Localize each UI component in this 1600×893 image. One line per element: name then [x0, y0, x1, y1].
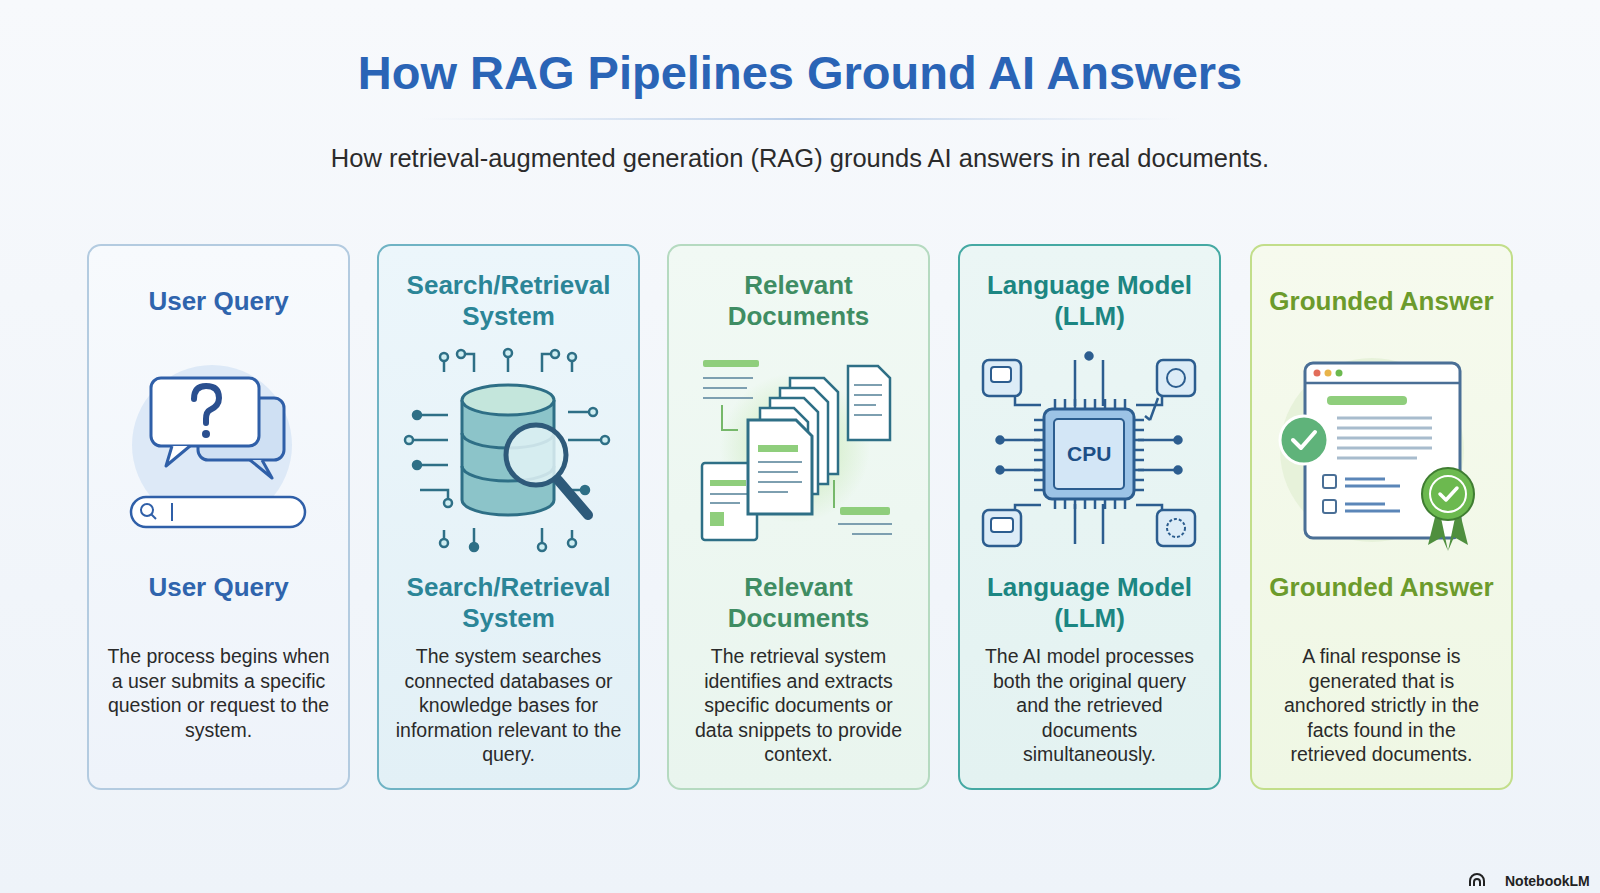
card-heading: Search/Retrieval System [387, 260, 630, 342]
card-description: The system searches connected databases … [395, 644, 622, 767]
chip-icon [983, 353, 1195, 547]
card-heading: Relevant Documents [677, 572, 920, 634]
card-description: A final response is generated that is an… [1268, 644, 1495, 767]
diagram-title: How RAG Pipelines Ground AI Answers [0, 44, 1600, 102]
step-card: Search/Retrieval SystemSearch/Retrieval … [377, 244, 640, 790]
card-heading: Search/Retrieval System [387, 572, 630, 634]
chip-label: CPU [1067, 442, 1111, 466]
query-icon [131, 365, 305, 527]
step-card: Language Model (LLM) Language Model (LLM)… [958, 244, 1221, 790]
step-card: Relevant DocumentsRelevant DocumentsThe … [667, 244, 930, 790]
answer-icon [1280, 358, 1474, 551]
card-heading: User Query [97, 572, 340, 603]
card-description: The retrieval system identifies and extr… [685, 644, 912, 767]
card-description: The AI model processes both the original… [976, 644, 1203, 767]
diagram-caption: How retrieval-augmented generation (RAG)… [0, 142, 1600, 174]
step-card: User QueryUser QueryThe process begins w… [87, 244, 350, 790]
card-heading: Language Model (LLM) [968, 260, 1211, 342]
watermark: NotebookLM [1505, 872, 1590, 890]
database-icon [405, 349, 609, 551]
card-heading: Relevant Documents [677, 260, 920, 342]
card-description: The process begins when a user submits a… [105, 644, 332, 742]
documents-icon [702, 360, 892, 540]
card-heading: Grounded Answer [1260, 572, 1503, 603]
card-heading: Language Model (LLM) [968, 572, 1211, 634]
step-card: Grounded AnswerGrounded AnswerA final re… [1250, 244, 1513, 790]
card-heading: User Query [97, 260, 340, 342]
watermark-logo [1470, 874, 1484, 886]
card-heading: Grounded Answer [1260, 260, 1503, 342]
